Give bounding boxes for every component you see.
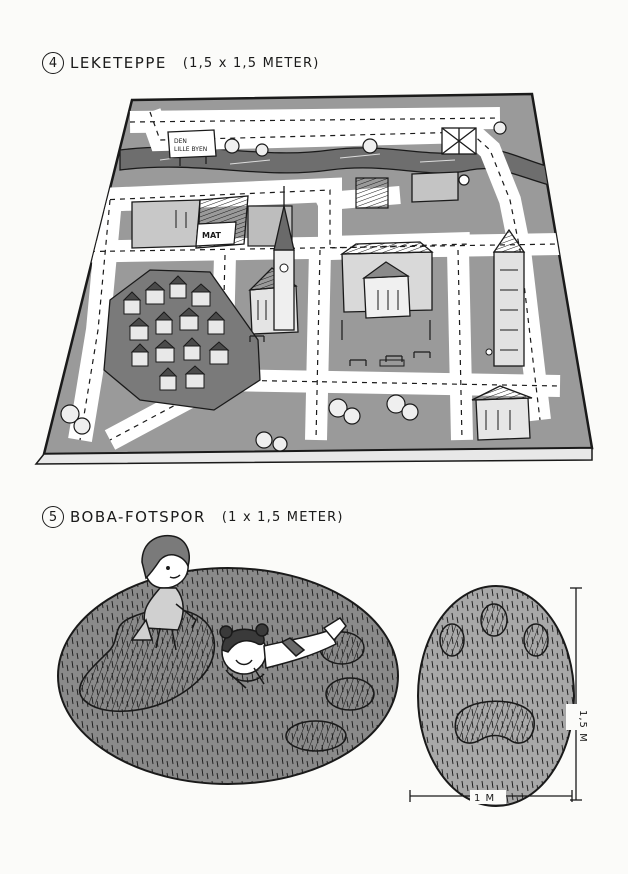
trees — [60, 121, 507, 452]
rug-scene — [57, 534, 399, 785]
section-5-dimensions: (1 x 1,5 METER) — [221, 509, 344, 525]
play-mat: DEN LILLE BYEN MAT — [34, 92, 594, 465]
town-hall — [339, 241, 434, 367]
width-label: 1 M — [474, 793, 495, 804]
paw-rug: 1 M 1,5 M — [409, 585, 588, 807]
section-5-heading: 5 BOBA-FOTSPOR (1 x 1,5 METER) — [42, 506, 344, 528]
corner-house — [471, 385, 533, 441]
rug-big-pad — [78, 608, 216, 713]
paw-toe-3 — [523, 623, 549, 657]
store-label: MAT — [202, 231, 222, 240]
width-label-bg — [470, 790, 506, 804]
supermarket: MAT — [131, 195, 293, 249]
kneeling-child — [130, 534, 197, 651]
paw-toe-2 — [480, 603, 508, 637]
height-label: 1,5 M — [577, 710, 588, 743]
garage — [355, 171, 470, 209]
section-4-heading: 4 LEKETEPPE (1,5 x 1,5 METER) — [42, 52, 319, 74]
mat-edge — [34, 447, 593, 465]
bridge — [441, 127, 477, 155]
church — [248, 186, 299, 335]
section-5-title: BOBA-FOTSPOR — [70, 508, 206, 526]
lying-child — [219, 616, 347, 689]
height-label-bg — [566, 704, 586, 730]
village-block — [103, 269, 261, 411]
paw-toe-1 — [439, 623, 465, 657]
sign-line-2: LILLE BYEN — [174, 146, 207, 153]
town-sign: DEN LILLE BYEN — [167, 129, 217, 166]
section-4-title: LEKETEPPE — [70, 54, 167, 72]
section-4-number: 4 — [42, 52, 64, 74]
rug-toe-3 — [285, 720, 347, 752]
paw-heel-pad — [454, 700, 535, 744]
tall-house — [485, 228, 526, 367]
rug-toe-2 — [325, 677, 375, 711]
section-4-dimensions: (1,5 x 1,5 METER) — [182, 55, 320, 71]
benches — [249, 335, 431, 366]
section-5-number: 5 — [42, 506, 64, 528]
height-measure — [570, 587, 582, 801]
sign-line-1: DEN — [174, 138, 187, 145]
